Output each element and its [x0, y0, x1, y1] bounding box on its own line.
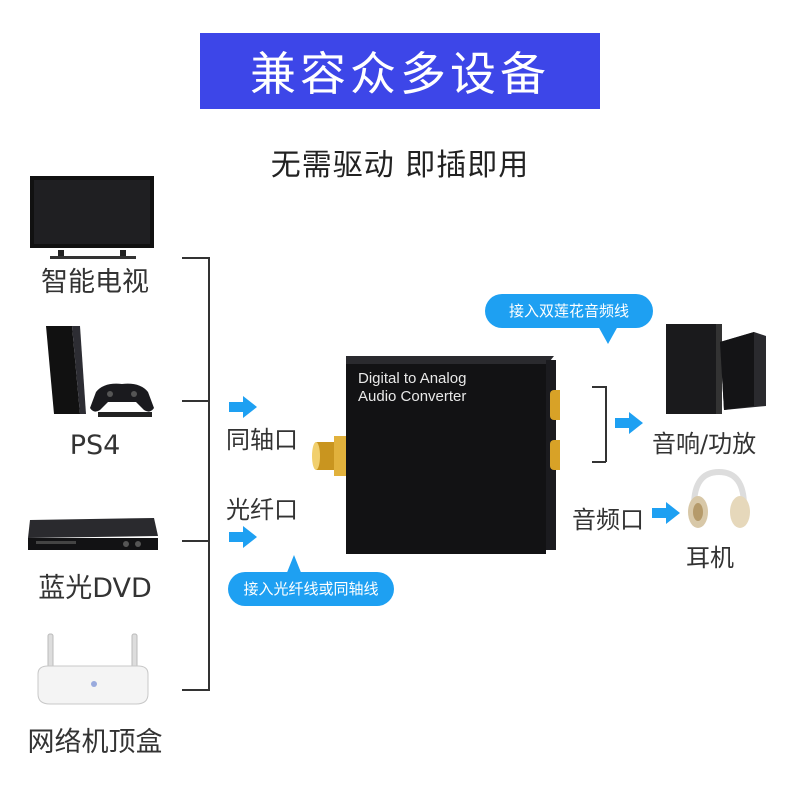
callout-pointer — [286, 555, 302, 575]
optical-port-label: 光纤口 — [226, 496, 298, 524]
callout-pointer — [598, 326, 618, 344]
converter-device — [312, 356, 560, 554]
arrow-right-icon — [229, 396, 257, 418]
output-bracket — [605, 386, 607, 462]
converter-label-line2: Audio Converter — [358, 388, 467, 405]
bracket-tick — [182, 540, 210, 542]
speaker-icon — [666, 324, 766, 414]
speakers-label: 音响/功放 — [652, 430, 757, 458]
bracket-tick — [182, 257, 210, 259]
device-label-set-top-box: 网络机顶盒 — [27, 727, 163, 758]
input-callout: 接入光纤线或同轴线 — [228, 572, 394, 606]
bracket-tick — [182, 689, 210, 691]
page-subtitle: 无需驱动 即插即用 — [270, 148, 530, 183]
coaxial-port-label: 同轴口 — [226, 426, 298, 454]
arrow-right-icon — [652, 502, 680, 524]
output-bracket — [592, 386, 606, 388]
headphones-icon — [688, 468, 750, 528]
title-banner: 兼容众多设备 — [200, 33, 600, 109]
device-label-dvd: 蓝光DVD — [38, 573, 152, 604]
tv-icon — [30, 176, 154, 259]
game-console-icon — [46, 326, 154, 417]
arrow-right-icon — [229, 526, 257, 548]
device-bracket — [208, 257, 210, 690]
page-title: 兼容众多设备 — [250, 47, 550, 101]
dvd-player-icon — [28, 518, 158, 550]
set-top-box-icon — [37, 633, 149, 705]
arrow-right-icon — [615, 412, 643, 434]
device-label-ps4: PS4 — [69, 430, 121, 461]
output-bracket — [592, 461, 606, 463]
bracket-tick — [182, 400, 210, 402]
device-label-tv: 智能电视 — [41, 267, 149, 298]
rca-callout: 接入双莲花音频线 — [485, 294, 653, 328]
converter-label-line1: Digital to Analog — [358, 370, 467, 387]
audio-port-label: 音频口 — [572, 506, 644, 534]
headphones-label: 耳机 — [686, 544, 734, 572]
